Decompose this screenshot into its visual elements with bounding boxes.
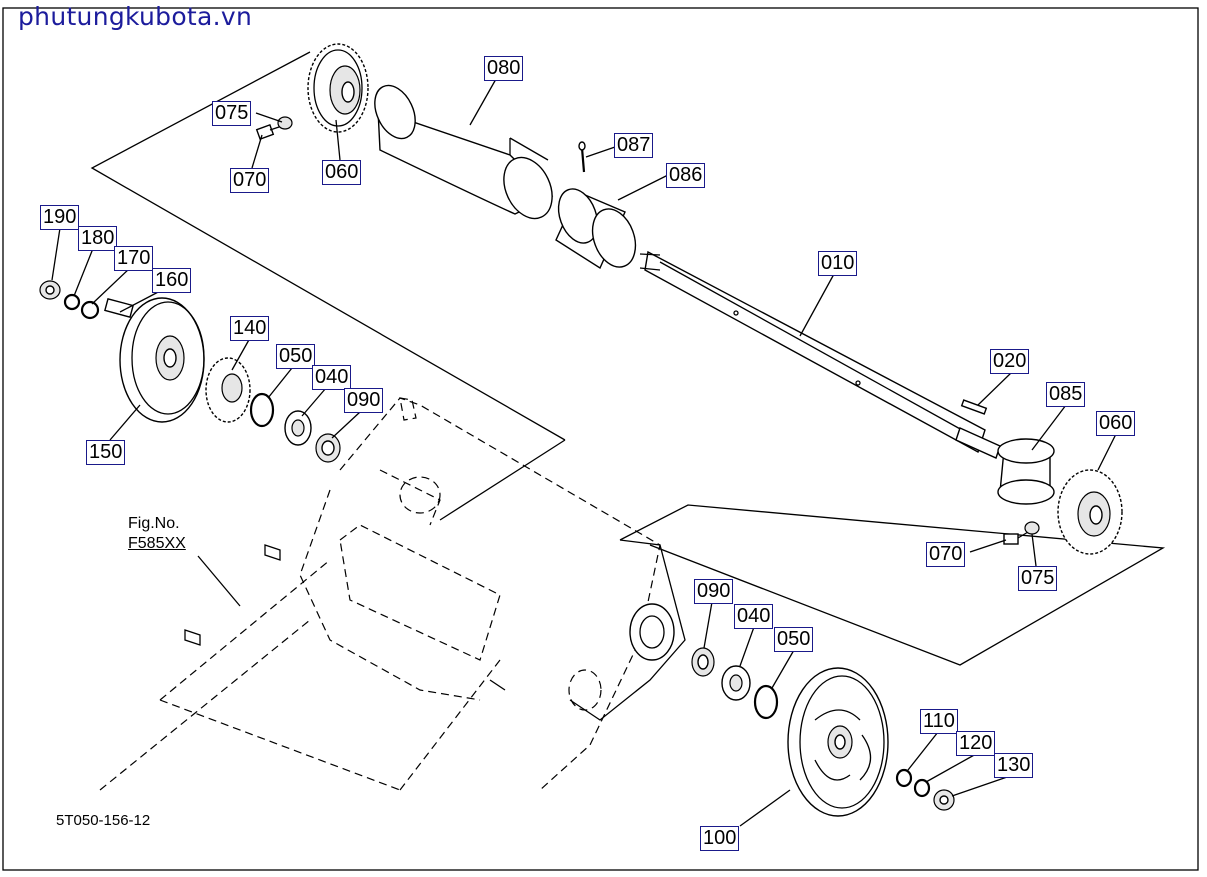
callout-170[interactable]: 170 xyxy=(114,246,154,271)
nut-190 xyxy=(39,280,61,300)
seal-090-left xyxy=(315,433,341,463)
drawing-code: 5T050-156-12 xyxy=(56,812,151,829)
washer-110 xyxy=(895,768,913,788)
key-020 xyxy=(960,399,988,415)
callout-100[interactable]: 100 xyxy=(700,826,740,851)
callout-180[interactable]: 180 xyxy=(78,226,118,251)
leader-lines xyxy=(51,78,1117,827)
pulley-100 xyxy=(787,667,889,817)
callout-070-upper[interactable]: 070 xyxy=(230,168,270,193)
callout-090-left[interactable]: 090 xyxy=(344,388,384,413)
figure-reference-number[interactable]: F585XX xyxy=(128,535,186,552)
callout-075-lower[interactable]: 075 xyxy=(1018,566,1058,591)
drawing-frame xyxy=(2,7,1199,871)
callout-010[interactable]: 010 xyxy=(818,251,858,276)
callout-075-upper[interactable]: 075 xyxy=(212,101,252,126)
callout-020[interactable]: 020 xyxy=(990,349,1030,374)
callout-060-upper[interactable]: 060 xyxy=(322,160,362,185)
callout-150[interactable]: 150 xyxy=(86,440,126,465)
callout-070-lower[interactable]: 070 xyxy=(926,542,966,567)
lower-boundary-line xyxy=(619,504,1166,666)
circlip-050-left xyxy=(249,392,275,428)
tube-080 xyxy=(374,84,554,220)
callout-050-left[interactable]: 050 xyxy=(276,344,316,369)
callout-140[interactable]: 140 xyxy=(230,316,270,341)
pulley-150 xyxy=(119,297,205,423)
sleeve-086 xyxy=(555,188,637,270)
circlip-050-right xyxy=(753,684,779,720)
callout-040-left[interactable]: 040 xyxy=(312,365,352,390)
bolt-nut-lower xyxy=(1003,521,1040,545)
callout-085[interactable]: 085 xyxy=(1046,382,1086,407)
upper-boundary-tail xyxy=(439,439,566,521)
upper-boundary-line xyxy=(90,51,566,441)
nut-130 xyxy=(933,789,955,811)
lock-washer-180 xyxy=(63,293,81,311)
figure-reference-label: Fig.No. xyxy=(128,515,180,532)
callout-110[interactable]: 110 xyxy=(920,709,958,734)
callout-050-right[interactable]: 050 xyxy=(774,627,814,652)
watermark-text: phutungkubota.vn xyxy=(18,2,253,31)
sprocket-140 xyxy=(205,357,251,423)
callout-120[interactable]: 120 xyxy=(956,731,996,756)
stud-160 xyxy=(104,297,134,319)
sprocket-lower-right xyxy=(1057,469,1123,555)
bearing-040-left xyxy=(284,410,312,446)
frame-housing xyxy=(99,397,686,791)
callout-086[interactable]: 086 xyxy=(666,163,706,188)
callout-090-right[interactable]: 090 xyxy=(694,579,734,604)
callout-087[interactable]: 087 xyxy=(614,133,654,158)
figure-reference: Fig.No. F585XX xyxy=(128,514,186,554)
bearing-040-right xyxy=(721,665,751,701)
callout-130[interactable]: 130 xyxy=(994,753,1034,778)
callout-190[interactable]: 190 xyxy=(40,205,80,230)
shaft-010 xyxy=(639,250,1001,459)
callout-160[interactable]: 160 xyxy=(152,268,192,293)
sprocket-upper xyxy=(307,43,369,133)
collar-085 xyxy=(997,438,1055,505)
callout-080[interactable]: 080 xyxy=(484,56,524,81)
washer-170 xyxy=(80,300,100,320)
lock-washer-120 xyxy=(913,778,931,798)
seal-090-right xyxy=(691,647,715,677)
bolt-nut-upper xyxy=(255,116,293,140)
callout-060-lower[interactable]: 060 xyxy=(1096,411,1136,436)
pin-087 xyxy=(578,141,586,173)
callout-040-right[interactable]: 040 xyxy=(734,604,774,629)
